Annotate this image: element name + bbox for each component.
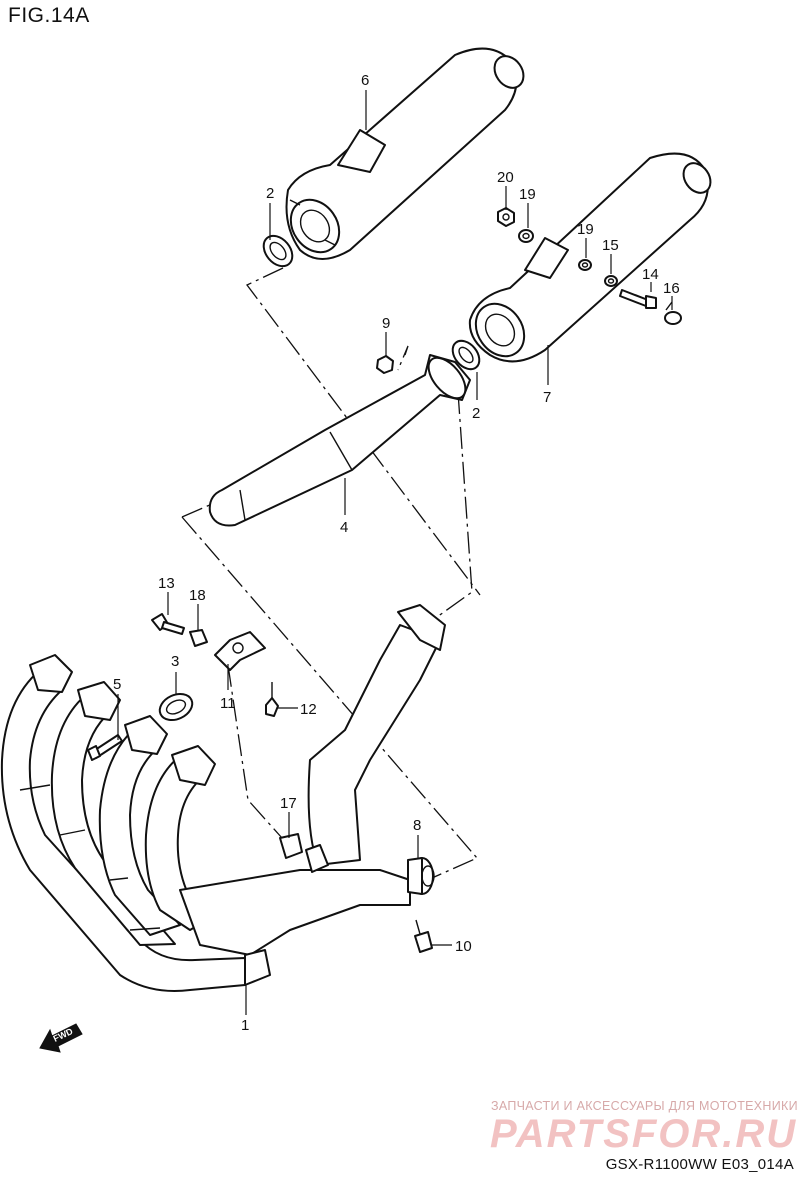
bolt-12[interactable]	[265, 682, 279, 717]
callout-19-upper: 19	[519, 186, 536, 203]
cap-16[interactable]	[664, 301, 682, 325]
joint-pipe-8[interactable]	[407, 857, 435, 895]
callout-9: 9	[382, 315, 390, 332]
washer-15[interactable]	[604, 275, 618, 287]
muffler-upper[interactable]	[281, 47, 529, 262]
callout-1: 1	[241, 1017, 249, 1034]
gasket-lower[interactable]	[447, 336, 484, 375]
callout-labels: 1 2 2 3 4 5 6 7 8 9 10 11 12 13 14 15 16…	[113, 72, 680, 1034]
leader-lines	[117, 90, 673, 1015]
callout-6: 6	[361, 72, 369, 89]
callout-19-lower: 19	[577, 221, 594, 238]
bracket-11[interactable]	[214, 631, 266, 671]
callout-8: 8	[413, 817, 421, 834]
callout-14: 14	[642, 266, 659, 283]
callout-15: 15	[602, 237, 619, 254]
callout-10: 10	[455, 938, 472, 955]
callout-2-lower: 2	[472, 405, 480, 422]
bolt-14[interactable]	[619, 289, 657, 309]
callout-12: 12	[300, 701, 317, 718]
callout-3: 3	[171, 653, 179, 670]
bolt-5[interactable]	[87, 734, 123, 761]
nut-20[interactable]	[497, 207, 515, 227]
forward-arrow-icon: FWD	[39, 1023, 83, 1053]
collar-18[interactable]	[189, 629, 208, 647]
callout-16: 16	[663, 280, 680, 297]
callout-4: 4	[340, 519, 348, 536]
callout-17: 17	[280, 795, 297, 812]
exhaust-header-assembly[interactable]	[0, 604, 446, 992]
callout-2-upper: 2	[266, 185, 274, 202]
callout-20: 20	[497, 169, 514, 186]
washer-19a[interactable]	[518, 229, 534, 243]
connector-pipe[interactable]	[208, 351, 473, 527]
nut-9[interactable]	[376, 355, 394, 374]
watermark-logo: PARTSFOR.RU	[490, 1112, 798, 1156]
gasket-3[interactable]	[156, 689, 197, 725]
watermark-tagline: ЗАПЧАСТИ И АКСЕССУАРЫ ДЛЯ МОТОТЕХНИКИ	[491, 1099, 798, 1113]
bolt-13[interactable]	[151, 613, 185, 635]
gasket-upper[interactable]	[258, 230, 298, 271]
bolt-10[interactable]	[414, 919, 433, 953]
callout-11: 11	[220, 695, 236, 712]
muffler-lower[interactable]	[466, 152, 716, 366]
callout-13: 13	[158, 575, 175, 592]
callout-18: 18	[189, 587, 206, 604]
collar-17[interactable]	[279, 833, 303, 859]
callout-7: 7	[543, 389, 551, 406]
washer-19b[interactable]	[578, 259, 592, 271]
figure-title: FIG.14A	[8, 4, 90, 27]
callout-5: 5	[113, 676, 121, 693]
model-code-footer: GSX-R1100WW E03_014A	[605, 1156, 794, 1173]
